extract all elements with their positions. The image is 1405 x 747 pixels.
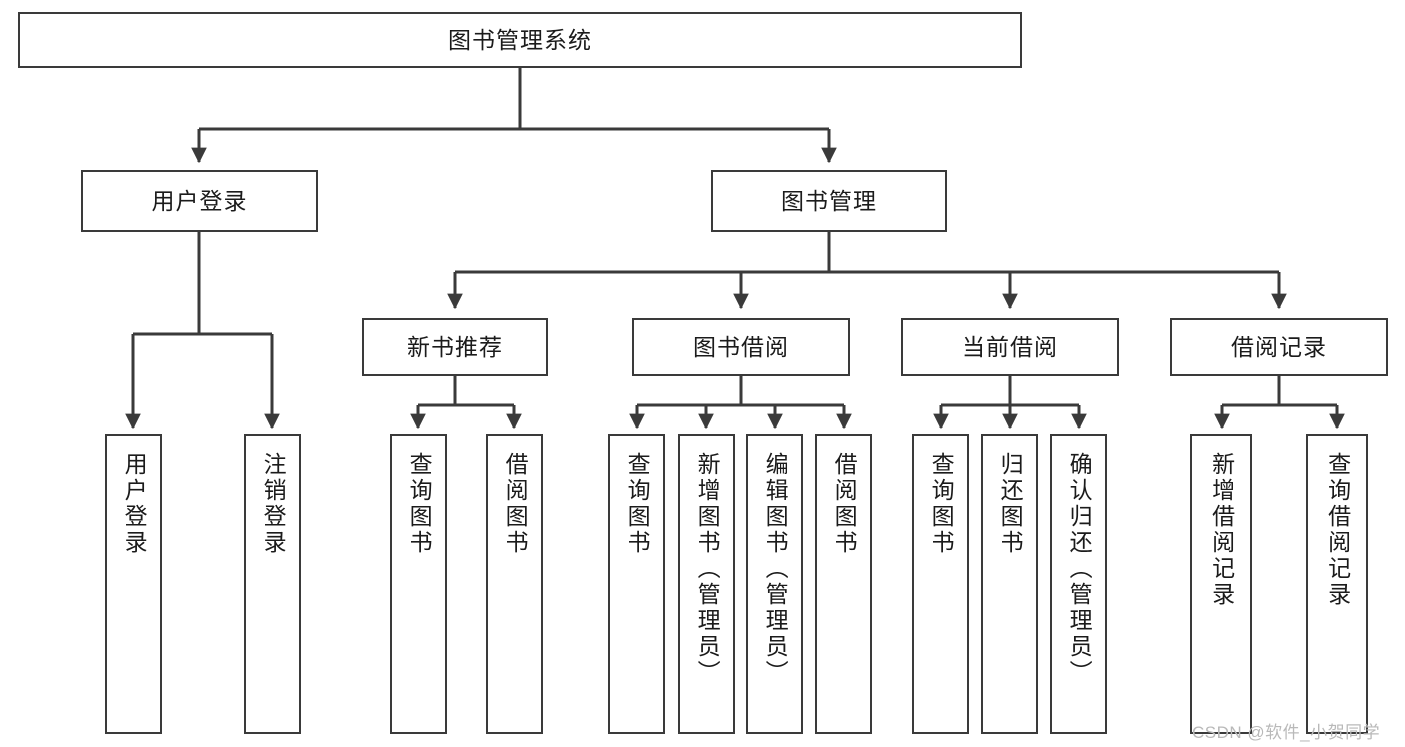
leaf-query-book-recommend[interactable]: 查询图书 <box>390 434 447 734</box>
leaf-return-book[interactable]: 归还图书 <box>981 434 1038 734</box>
node-label: 用户登录 <box>151 187 248 214</box>
leaf-query-book-current[interactable]: 查询图书 <box>912 434 969 734</box>
node-current-borrowing[interactable]: 当前借阅 <box>901 318 1119 376</box>
node-label: 借阅图书 <box>502 452 529 556</box>
node-user-login[interactable]: 用户登录 <box>81 170 318 232</box>
node-book-borrowing[interactable]: 图书借阅 <box>632 318 850 376</box>
leaf-query-borrow-record[interactable]: 查询借阅记录 <box>1306 434 1368 734</box>
node-book-management[interactable]: 图书管理 <box>711 170 947 232</box>
node-label: 当前借阅 <box>962 333 1058 360</box>
leaf-query-book-borrow[interactable]: 查询图书 <box>608 434 665 734</box>
leaf-borrow-book-recommend[interactable]: 借阅图书 <box>486 434 543 734</box>
leaf-edit-book-admin[interactable]: 编辑图书（管理员） <box>746 434 803 734</box>
node-label: 借阅图书 <box>831 452 858 556</box>
leaf-add-borrow-record[interactable]: 新增借阅记录 <box>1190 434 1252 734</box>
node-label: 查询图书 <box>406 452 433 556</box>
node-borrowing-record[interactable]: 借阅记录 <box>1170 318 1388 376</box>
node-label: 归还图书 <box>997 452 1024 556</box>
node-label: 查询图书 <box>624 452 651 556</box>
node-label: 图书借阅 <box>693 333 789 360</box>
leaf-borrow-book[interactable]: 借阅图书 <box>815 434 872 734</box>
node-label: 查询图书 <box>928 452 955 556</box>
node-label: 借阅记录 <box>1231 333 1327 360</box>
node-label: 新增图书（管理员） <box>694 452 721 686</box>
node-new-book-recommendation[interactable]: 新书推荐 <box>362 318 548 376</box>
node-label: 图书管理系统 <box>448 26 592 53</box>
node-label: 新书推荐 <box>407 333 503 360</box>
node-label: 注销登录 <box>260 452 287 556</box>
leaf-logout-login[interactable]: 注销登录 <box>244 434 301 734</box>
node-label: 确认归还（管理员） <box>1066 452 1093 686</box>
node-label: 查询借阅记录 <box>1324 452 1351 608</box>
node-label: 图书管理 <box>781 187 877 214</box>
leaf-add-book-admin[interactable]: 新增图书（管理员） <box>678 434 735 734</box>
node-label: 编辑图书（管理员） <box>762 452 789 686</box>
leaf-user-login[interactable]: 用户登录 <box>105 434 162 734</box>
csdn-watermark: CSDN @软件_小贺同学 <box>1192 723 1381 742</box>
leaf-confirm-return-admin[interactable]: 确认归还（管理员） <box>1050 434 1107 734</box>
node-label: 用户登录 <box>121 452 148 556</box>
node-root-library-management-system[interactable]: 图书管理系统 <box>18 12 1022 68</box>
node-label: 新增借阅记录 <box>1208 452 1235 608</box>
